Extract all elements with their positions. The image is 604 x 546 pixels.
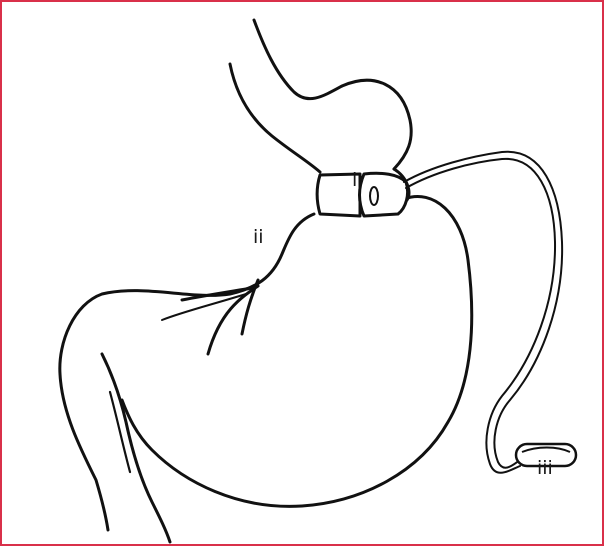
stomach-greater-curvature — [122, 196, 472, 506]
callout-label-gastric-band: i — [352, 171, 357, 190]
duodenum-inner-wall — [102, 354, 170, 542]
stomach-lesser-curvature — [60, 214, 314, 530]
gastric-band — [317, 173, 408, 216]
callout-label-stomach: ii — [253, 228, 264, 247]
esophagus-left-wall — [254, 20, 411, 169]
gastric-band-right-segment — [360, 173, 408, 216]
esophagus-right-wall — [230, 64, 320, 172]
gastric-band-buckle — [370, 187, 378, 205]
callout-label-access-port: iii — [537, 459, 553, 478]
tubing-inner — [406, 159, 555, 473]
